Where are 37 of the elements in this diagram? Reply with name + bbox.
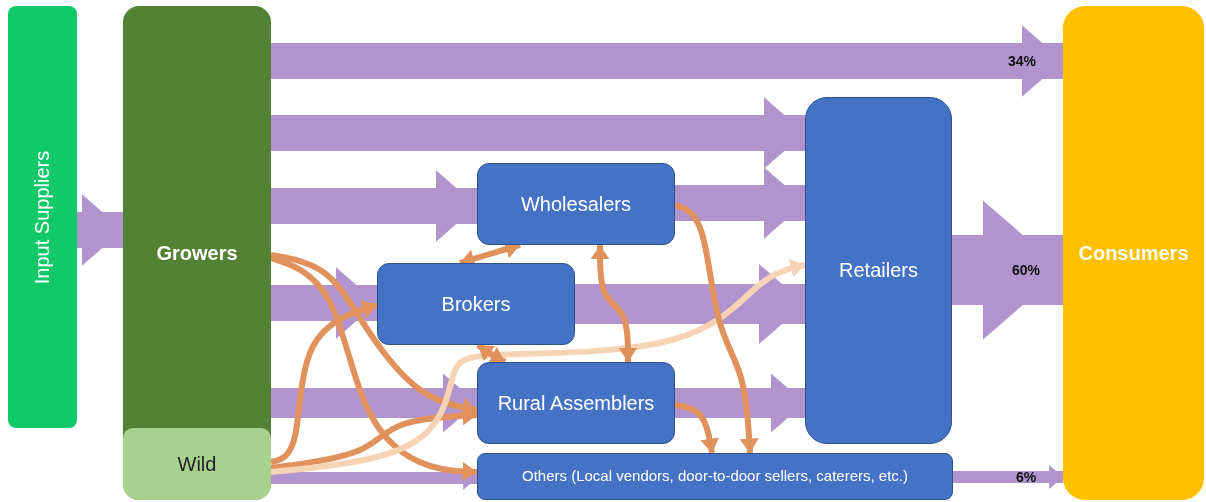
node-label: Consumers — [1077, 240, 1190, 266]
actor-box — [805, 97, 952, 444]
curved-arrow — [270, 300, 378, 465]
flow-arrow — [952, 200, 1063, 340]
curved-arrow — [270, 258, 806, 475]
edge-label: 60% — [1012, 262, 1040, 278]
actor-box — [377, 263, 575, 345]
flow-arrow — [271, 97, 805, 169]
flow-arrow — [77, 194, 123, 266]
flow-arrow — [271, 25, 1063, 97]
stage-box — [1063, 6, 1204, 500]
node-label: Wholesalers — [519, 191, 632, 217]
edge-label: 6% — [1015, 469, 1037, 485]
node-label: Growers — [155, 240, 239, 266]
node-label: Rural Assemblers — [496, 390, 656, 416]
flow-arrow — [675, 167, 805, 239]
curved-arrow — [270, 255, 478, 482]
flow-arrow — [271, 267, 377, 339]
node-label: Wild — [176, 451, 218, 477]
flow-arrow — [271, 170, 477, 242]
actor-box — [477, 163, 675, 245]
node-label: Retailers — [838, 258, 919, 283]
curved-arrow — [674, 402, 720, 454]
stage-box — [8, 6, 77, 428]
edge-label: 34% — [1008, 53, 1036, 69]
node-label: Brokers — [440, 291, 512, 317]
stage-box — [123, 6, 271, 500]
actor-box — [477, 453, 953, 500]
curved-arrow — [953, 465, 1063, 489]
flow-arrow — [675, 373, 805, 433]
actor-box — [477, 362, 675, 444]
flow-arrow — [575, 264, 805, 344]
curved-arrow — [674, 202, 759, 454]
node-label: Others (Local vendors, door-to-door sellers, caterers, etc.) — [521, 467, 909, 486]
node-label: Input Suppliers — [30, 149, 54, 286]
stage-box — [123, 428, 271, 500]
curved-arrow — [590, 245, 638, 362]
